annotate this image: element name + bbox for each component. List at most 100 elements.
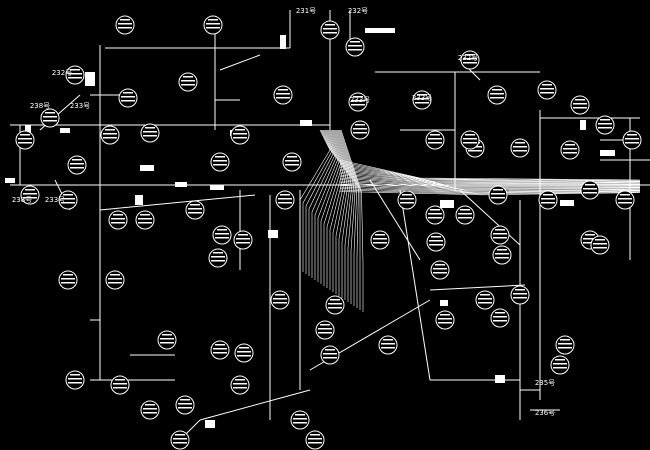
manhole-circle (67, 155, 87, 175)
manhole-stripe (18, 142, 32, 144)
node-label: 238号 (30, 102, 50, 110)
manhole-stripe (178, 403, 192, 405)
bundle-pipe (340, 129, 364, 312)
manhole-circle (178, 72, 198, 92)
manhole-stripe (383, 339, 393, 341)
manhole-icon (210, 340, 230, 360)
bundle-pipe (339, 167, 641, 184)
manhole-circle (430, 260, 450, 280)
bundle-pipe (299, 129, 331, 270)
pipe-segment (429, 284, 526, 291)
manhole-stripe (190, 204, 200, 206)
manhole-stripe (287, 156, 297, 158)
manhole-stripe (43, 120, 57, 122)
manhole-stripe (278, 89, 288, 91)
manhole-icon (348, 92, 368, 112)
manhole-circle (140, 400, 160, 420)
manhole-icon (320, 345, 340, 365)
manhole-stripe (478, 302, 492, 304)
bundle-pipe (335, 129, 355, 302)
bundle-pipe (329, 129, 346, 290)
manhole-stripe (285, 164, 299, 166)
bundle-pipe (308, 129, 335, 276)
manhole-icon (185, 200, 205, 220)
manhole-stripe (213, 348, 227, 350)
equipment-block (140, 165, 154, 171)
bundle-pipe (339, 161, 641, 181)
manhole-icon (203, 15, 223, 35)
manhole-icon (100, 125, 120, 145)
manhole-stripe (513, 297, 527, 299)
manhole-stripe (540, 92, 554, 94)
manhole-stripe (598, 123, 612, 125)
manhole-stripe (121, 96, 135, 98)
manhole-circle (397, 190, 417, 210)
bundle-pipe (311, 129, 337, 278)
manhole-stripe (440, 314, 450, 316)
manhole-stripe (181, 80, 195, 82)
manhole-circle (425, 130, 445, 150)
bundle-pipe (339, 176, 641, 188)
manhole-stripe (278, 202, 292, 204)
manhole-circle (370, 230, 390, 250)
manhole-stripe (308, 442, 322, 444)
manhole-stripe (625, 138, 639, 140)
manhole-circle (185, 200, 205, 220)
manhole-circle (488, 185, 508, 205)
manhole-stripe (23, 197, 37, 199)
manhole-icon (210, 152, 230, 172)
manhole-stripe (575, 99, 585, 101)
manhole-stripe (215, 156, 225, 158)
manhole-icon (560, 140, 580, 160)
equipment-block (25, 125, 31, 133)
manhole-icon (455, 205, 475, 225)
manhole-circle (15, 130, 35, 150)
equipment-block (440, 200, 454, 208)
manhole-stripe (497, 249, 507, 251)
manhole-icon (325, 295, 345, 315)
manhole-stripe (233, 137, 247, 139)
manhole-icon (345, 37, 365, 57)
node-label: 235号 (535, 379, 555, 387)
manhole-stripe (381, 347, 395, 349)
manhole-stripe (63, 194, 73, 196)
manhole-stripe (429, 240, 443, 242)
bundle-pipe (334, 129, 353, 300)
manhole-stripe (402, 194, 412, 196)
manhole-icon (397, 190, 417, 210)
manhole-stripe (325, 24, 335, 26)
manhole-stripe (553, 363, 567, 365)
manhole-stripe (600, 119, 610, 121)
manhole-stripe (400, 198, 414, 200)
manhole-stripe (495, 229, 505, 231)
equipment-block (175, 182, 187, 187)
manhole-stripe (276, 97, 290, 99)
pipe-segment (459, 189, 521, 246)
manhole-stripe (178, 407, 192, 409)
bundle-pipe (331, 129, 349, 294)
manhole-icon (273, 85, 293, 105)
manhole-stripe (323, 357, 337, 359)
manhole-icon (212, 225, 232, 245)
manhole-icon (492, 245, 512, 265)
manhole-stripe (206, 23, 220, 25)
manhole-stripe (110, 274, 120, 276)
manhole-circle (580, 180, 600, 200)
manhole-stripe (18, 138, 32, 140)
manhole-stripe (115, 379, 125, 381)
node-label: 232号 (458, 54, 478, 62)
manhole-stripe (429, 244, 443, 246)
manhole-stripe (236, 242, 250, 244)
manhole-icon (510, 285, 530, 305)
manhole-stripe (61, 282, 75, 284)
manhole-stripe (145, 127, 155, 129)
manhole-stripe (25, 189, 35, 191)
bundle-pipe (339, 168, 641, 184)
manhole-icon (510, 138, 530, 158)
bundle-pipe (339, 171, 641, 186)
manhole-stripe (438, 318, 452, 320)
manhole-circle (100, 125, 120, 145)
manhole-icon (140, 400, 160, 420)
manhole-stripe (173, 442, 187, 444)
